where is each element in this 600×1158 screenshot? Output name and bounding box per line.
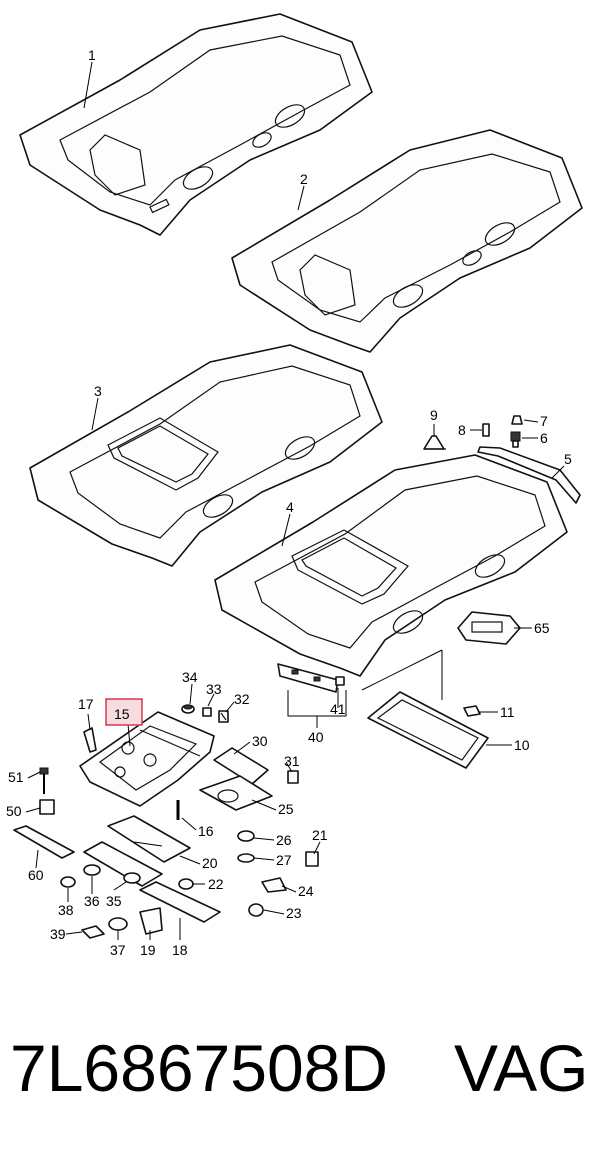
callout-34: 34 <box>182 669 198 685</box>
callout-38: 38 <box>58 902 74 918</box>
headliner-4 <box>214 454 568 677</box>
pad-19 <box>139 907 163 935</box>
callout-labels: 1 2 3 4 5 6 7 8 9 10 11 15 16 17 18 19 2… <box>6 47 572 958</box>
callout-31: 31 <box>284 753 300 769</box>
callout-40: 40 <box>308 729 324 745</box>
callout-8: 8 <box>458 422 466 438</box>
fastener-6 <box>510 431 521 448</box>
callout-51: 51 <box>8 769 24 785</box>
clip-17 <box>83 727 97 753</box>
trim-60 <box>13 825 75 859</box>
callout-10: 10 <box>514 737 530 753</box>
grommet-38 <box>60 876 76 888</box>
grommet-34 <box>181 704 195 714</box>
visor-20 <box>107 815 191 863</box>
clip-8 <box>482 423 490 437</box>
brand: VAG <box>454 1031 589 1105</box>
callout-15: 15 <box>114 706 130 722</box>
clip-22 <box>178 878 194 890</box>
callout-35: 35 <box>106 893 122 909</box>
callout-9: 9 <box>430 407 438 423</box>
clip-31 <box>287 770 299 784</box>
callout-19: 19 <box>140 942 156 958</box>
spring-clip-32 <box>218 710 229 723</box>
callout-16: 16 <box>198 823 214 839</box>
callout-17: 17 <box>78 696 94 712</box>
bolt-51 <box>39 767 49 794</box>
callout-11: 11 <box>500 704 515 720</box>
plug-23 <box>248 903 264 917</box>
panel-18 <box>139 881 221 923</box>
part-number: 7L6867508D <box>10 1031 389 1105</box>
callout-26: 26 <box>276 832 292 848</box>
callout-24: 24 <box>298 883 314 899</box>
callout-3: 3 <box>94 383 102 399</box>
bracket-9 <box>423 435 446 450</box>
callout-60: 60 <box>28 867 44 883</box>
callout-22: 22 <box>208 876 224 892</box>
headliner-3 <box>29 344 383 567</box>
callout-37: 37 <box>110 942 126 958</box>
ring-27 <box>237 853 255 863</box>
callout-65: 65 <box>534 620 550 636</box>
rail-strip-5 <box>477 446 581 504</box>
leader-lines <box>25 61 565 940</box>
dome-light-assembly <box>79 711 215 807</box>
callout-20: 20 <box>202 855 218 871</box>
cap-37 <box>108 917 128 931</box>
callout-18: 18 <box>172 942 188 958</box>
caption: 7L6867508D VAG <box>0 1018 600 1128</box>
sunroof-seal-10-inner <box>376 699 479 761</box>
callout-1: 1 <box>88 47 96 63</box>
callout-39: 39 <box>50 926 66 942</box>
headliner-2 <box>231 129 583 353</box>
callout-25: 25 <box>278 801 294 817</box>
strip-41 <box>277 663 345 693</box>
callout-50: 50 <box>6 803 22 819</box>
clip-24 <box>261 877 287 893</box>
callout-23: 23 <box>286 905 302 921</box>
callout-4: 4 <box>286 499 294 515</box>
plug-26 <box>237 830 255 842</box>
clip-11 <box>463 705 481 717</box>
callout-6: 6 <box>540 430 548 446</box>
callout-27: 27 <box>276 852 292 868</box>
roof-console-65 <box>457 611 521 645</box>
highlight-box <box>105 698 143 726</box>
fastener-7 <box>511 415 523 425</box>
clip-39 <box>81 925 105 939</box>
callout-2: 2 <box>300 171 308 187</box>
exploded-parts-diagram: 1 2 3 4 5 6 7 8 9 10 11 15 16 17 18 19 2… <box>6 13 583 958</box>
panel-35 <box>83 841 163 887</box>
sunroof-seal-10 <box>367 691 489 769</box>
callout-36: 36 <box>84 893 100 909</box>
cap-36 <box>83 864 101 876</box>
headliner-1 <box>19 13 373 236</box>
callout-30: 30 <box>252 733 268 749</box>
cover-25 <box>199 775 273 811</box>
callout-41: 41 <box>330 701 346 717</box>
callout-33: 33 <box>206 681 222 697</box>
callout-7: 7 <box>540 413 548 429</box>
callout-5: 5 <box>564 451 572 467</box>
callout-32: 32 <box>234 691 250 707</box>
clip-21 <box>305 851 319 867</box>
bracket-50 <box>39 799 55 815</box>
cap-35b <box>123 872 141 884</box>
callout-21: 21 <box>312 827 328 843</box>
cap-33 <box>202 707 212 717</box>
